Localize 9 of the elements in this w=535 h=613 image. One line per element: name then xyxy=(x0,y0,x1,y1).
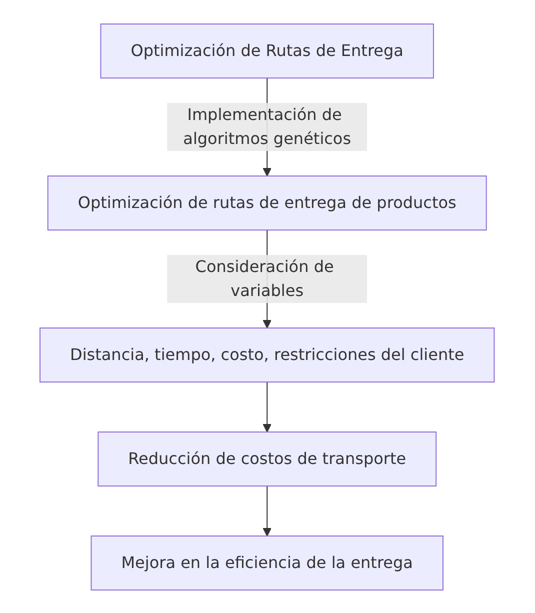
edge-label: Consideración de variables xyxy=(196,256,334,300)
node-box: Reducción de costos de transporte xyxy=(98,431,437,486)
arrow xyxy=(263,485,272,536)
node-box: Mejora en la eficiencia de la entrega xyxy=(91,535,444,590)
node-box: Optimización de Rutas de Entrega xyxy=(100,23,434,78)
node-box: Distancia, tiempo, costo, restricciones del cliente xyxy=(40,327,496,382)
edge-label: Implementación de algoritmos genéticos xyxy=(184,104,352,148)
node-box: Optimización de rutas de entrega de productos xyxy=(48,175,488,230)
arrow xyxy=(263,381,272,432)
